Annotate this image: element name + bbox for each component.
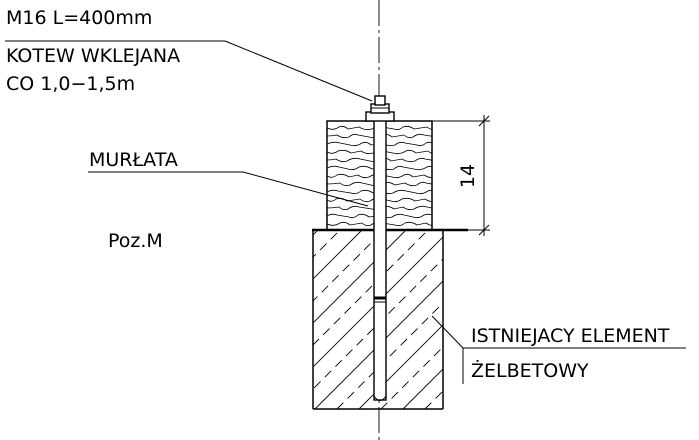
element-label-line2: ŻELBETOWY <box>471 359 589 382</box>
leader-anchor <box>5 40 373 102</box>
wallplate-label: MURŁATA <box>89 149 178 171</box>
anchor-label-line1: M16 L=400mm <box>6 7 152 29</box>
position-label: Poz.M <box>108 230 163 252</box>
leader-wallplate <box>88 171 369 207</box>
anchor-label-line2: KOTEW WKLEJANA <box>6 45 180 67</box>
dimension-14: 14 <box>432 115 490 236</box>
anchor-bolt <box>365 95 395 401</box>
anchor-label-line3: CO 1,0−1,5m <box>6 73 135 95</box>
leader-concrete <box>431 315 686 384</box>
dimension-value: 14 <box>457 164 479 188</box>
element-label-line1: ISTNIEJACY ELEMENT <box>471 325 670 347</box>
concrete-element <box>312 231 444 410</box>
